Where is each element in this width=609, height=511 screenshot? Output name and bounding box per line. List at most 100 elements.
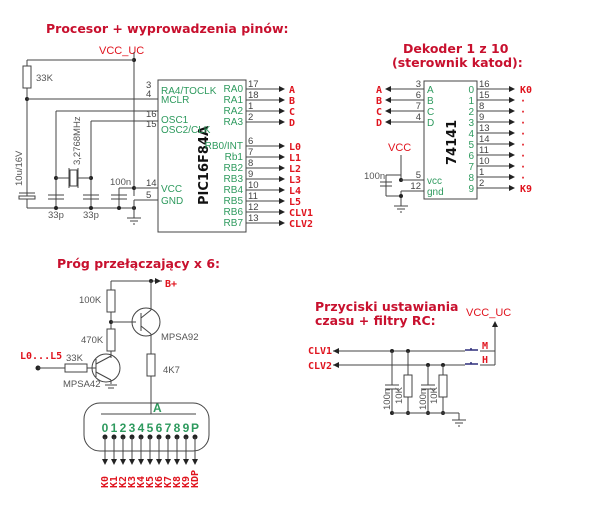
nixie-anode-label: A — [153, 401, 162, 415]
decoder-net-label: · — [520, 162, 526, 173]
decoder-pin-number: 13 — [479, 123, 490, 134]
decoder-pin-name: 1 — [468, 96, 474, 107]
resistor-470k — [106, 328, 116, 352]
pic-pin-name: RB7 — [224, 218, 244, 229]
pic-pin-name: RB6 — [224, 207, 244, 218]
pic-pin-name: RA4/TOCLK — [161, 86, 217, 97]
decoder-pin-number: 14 — [479, 134, 490, 145]
pic-pin-number: 9 — [248, 169, 253, 180]
pic-pin-number: 16 — [146, 109, 157, 120]
decoder-vcc-label: VCC — [388, 142, 411, 154]
crystal — [69, 169, 78, 187]
button-m[interactable] — [465, 348, 478, 351]
pic-pin-name: RB0/INT — [205, 141, 243, 152]
decoder-pin-name: A — [427, 85, 434, 96]
decoder-net-label: · — [520, 96, 526, 107]
pic-pin-number: 17 — [248, 79, 259, 90]
pic-pin-number: 8 — [248, 158, 253, 169]
nixie-digit: 7 — [165, 421, 172, 435]
nixie-digit: 4 — [138, 421, 145, 435]
filter-resistor — [403, 374, 413, 398]
button-m-label: M — [482, 341, 488, 352]
decoder-net-label: K9 — [520, 184, 532, 195]
nixie-tube — [83, 402, 210, 452]
pic-pin-name: GND — [161, 196, 183, 207]
pic-pin-number: 7 — [248, 147, 253, 158]
pic-net-label: L1 — [289, 153, 301, 164]
decoder-pin-number: 2 — [479, 178, 484, 189]
decoder-section-title-1: Dekoder 1 z 10 — [403, 41, 509, 56]
pic-pin-name: RB4 — [224, 185, 244, 196]
transistor-mpsa42 — [91, 353, 121, 383]
decoder-net-label: A — [376, 85, 382, 96]
nixie-cathode-label: K0 — [100, 476, 111, 488]
decoder-pin-name: 4 — [468, 129, 474, 140]
crystal-label: 3,2768MHz — [72, 116, 83, 165]
nixie-cathode-label: K1 — [109, 476, 120, 488]
nixie-digit: 8 — [174, 421, 181, 435]
pic-pin-name: RB3 — [224, 174, 244, 185]
clv2-label: CLV2 — [308, 361, 332, 372]
nixie-cathode-label: KDP — [190, 470, 201, 488]
vcc-uc-label: VCC_UC — [99, 45, 144, 57]
decoder-pin-number: 3 — [416, 79, 421, 90]
filter-resistor-label: 10K — [429, 386, 440, 404]
processor-section-title: Procesor + wyprowadzenia pinów: — [46, 21, 289, 36]
pic-net-label: A — [289, 85, 295, 96]
nixie-digit: 2 — [120, 421, 127, 435]
pic-net-label: CLV2 — [289, 219, 313, 230]
pic-pin-number: 14 — [146, 178, 157, 189]
decoder-pin-number: 9 — [479, 112, 484, 123]
decoder-pin-number: 10 — [479, 156, 490, 167]
pic-pin-number: 1 — [248, 101, 253, 112]
pic-net-label: L0 — [289, 142, 301, 153]
clv1-label: CLV1 — [308, 346, 332, 357]
pic-pin-name: RB5 — [224, 196, 244, 207]
decoder-net-label: · — [520, 173, 526, 184]
decoder-pin-number: 5 — [416, 170, 421, 181]
l0-l5-input-label: L0...L5 — [20, 351, 62, 362]
decoder-pin-number: 4 — [416, 112, 421, 123]
pic-pin-number: 11 — [248, 191, 258, 202]
decoder-pin-number: 11 — [479, 145, 489, 156]
pic-net-label: C — [289, 107, 295, 118]
decoder-net-label: · — [520, 140, 526, 151]
resistor-470k-label: 470K — [81, 335, 104, 346]
pic-net-label: CLV1 — [289, 208, 313, 219]
buttons-section-title-2: czasu + filtry RC: — [315, 313, 436, 328]
filter-resistor-label: 10K — [394, 386, 405, 404]
74141-chip — [423, 80, 478, 200]
decoder-pin-name: 2 — [468, 107, 474, 118]
nixie-cathode-label: K9 — [181, 476, 192, 488]
resistor-4k7-label: 4K7 — [163, 365, 180, 376]
decoder-pin-number: 6 — [416, 90, 421, 101]
decoder-section-title-2: (sterownik katod): — [392, 55, 523, 70]
filter-cap-label: 100n — [382, 389, 393, 410]
decoder-pin-number: 8 — [479, 101, 484, 112]
nixie-cathode-label: K2 — [118, 476, 129, 488]
nixie-digit: 9 — [183, 421, 190, 435]
decoder-cap-label: 100n — [364, 171, 385, 182]
pic-pin-name: RB2 — [224, 163, 244, 174]
filter-resistor — [438, 374, 448, 398]
cap-33p-1-label: 33p — [48, 210, 64, 221]
decoder-pin-name: gnd — [427, 187, 444, 198]
nixie-cathode-label: K3 — [127, 476, 138, 488]
pic-net-label: L3 — [289, 175, 301, 186]
pic-pin-number: 12 — [248, 202, 259, 213]
nixie-digit: P — [191, 421, 199, 435]
threshold-section-title: Próg przełączający x 6: — [57, 256, 220, 271]
decoder-pin-name: 8 — [468, 173, 474, 184]
pic-pin-number: 10 — [248, 180, 259, 191]
button-h[interactable] — [465, 362, 478, 365]
decoder-pin-number: 7 — [416, 101, 421, 112]
pic-pin-number: 18 — [248, 90, 259, 101]
b-plus-label: B+ — [165, 279, 177, 290]
pic-pin-name: OSC1 — [161, 115, 189, 126]
nixie-digit: 5 — [147, 421, 154, 435]
pic-chip-label: PIC16F84A — [197, 126, 212, 205]
resistor-100k-label: 100K — [79, 295, 102, 306]
nixie-cathode-label: K6 — [154, 476, 165, 488]
